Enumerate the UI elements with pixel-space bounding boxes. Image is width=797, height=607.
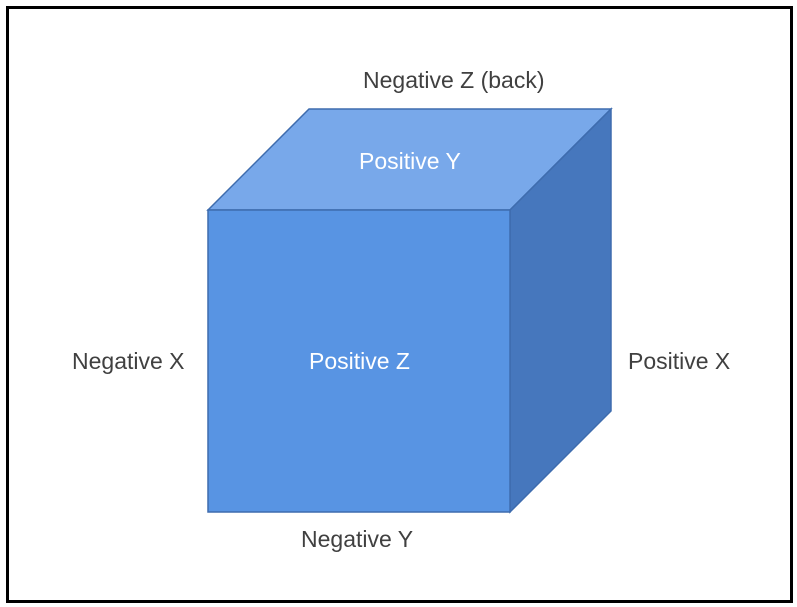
label-negative-z: Negative Z (back): [363, 67, 545, 93]
label-positive-x: Positive X: [628, 348, 731, 374]
label-negative-y: Negative Y: [301, 526, 414, 552]
label-negative-x: Negative X: [72, 348, 185, 374]
cube-front-face: [207, 209, 511, 513]
diagram-frame: [6, 6, 793, 603]
label-positive-z: Positive Z: [309, 348, 410, 374]
label-positive-y: Positive Y: [359, 148, 461, 174]
